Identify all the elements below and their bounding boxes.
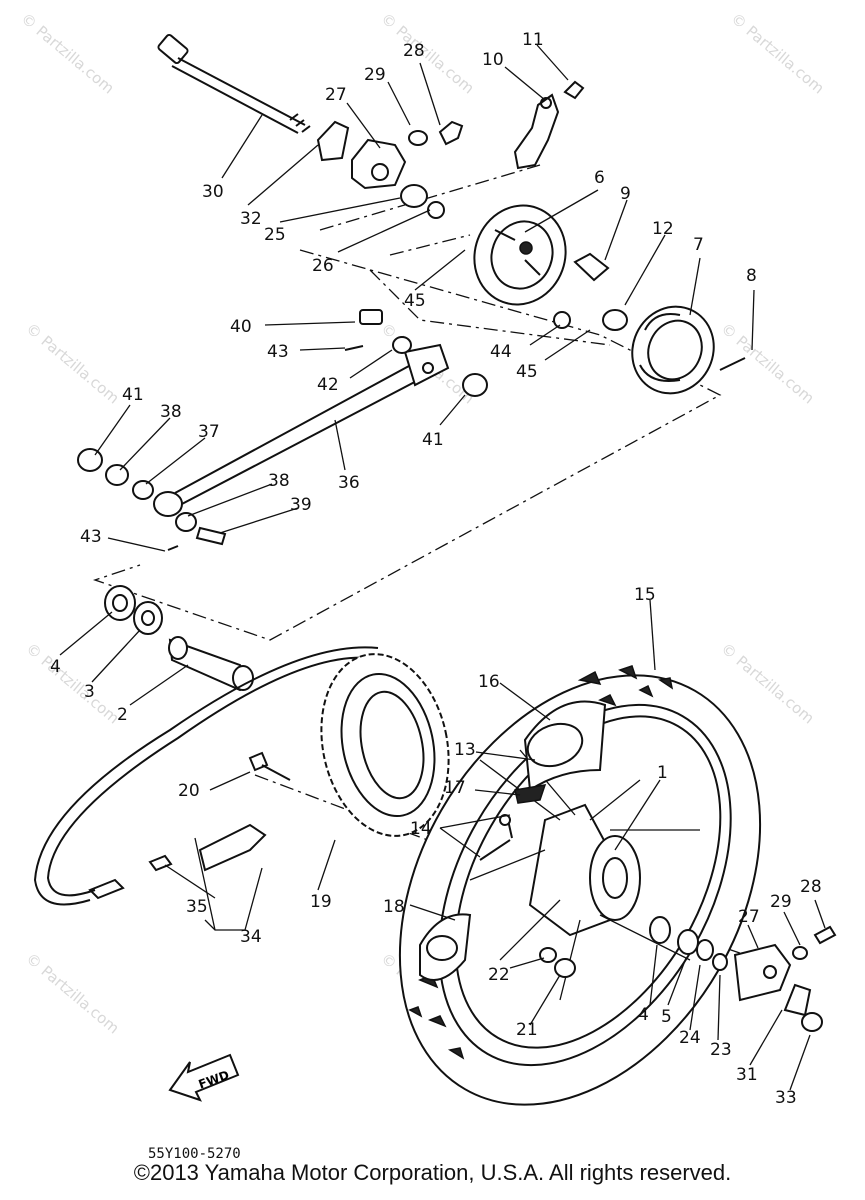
callout-31: 31 — [736, 1065, 758, 1085]
watermark: © Partzilla.com — [22, 319, 122, 407]
watermark: © Partzilla.com — [727, 9, 827, 97]
brake-cam-lever — [513, 80, 585, 170]
part-code: 55Y100-5270 — [148, 1146, 241, 1162]
watermark: © Partzilla.com — [22, 949, 122, 1037]
callout-1: 1 — [657, 763, 668, 783]
callout-26: 26 — [312, 256, 334, 276]
callout-38-lower: 38 — [268, 471, 290, 491]
callout-5: 5 — [661, 1007, 672, 1027]
callout-11: 11 — [522, 30, 544, 50]
callout-13: 13 — [454, 740, 476, 760]
watermark: © Partzilla.com — [377, 9, 477, 97]
callout-21: 21 — [516, 1020, 538, 1040]
adjuster-upper — [316, 120, 464, 219]
callout-29-lower: 29 — [770, 892, 792, 912]
callout-27-lower: 27 — [738, 907, 760, 927]
wheel-hub — [469, 749, 700, 1001]
callout-37: 37 — [198, 422, 220, 442]
callout-40: 40 — [230, 317, 252, 337]
callout-43-lower: 43 — [80, 527, 102, 547]
leader-lines — [59, 44, 826, 1091]
callout-4-lower: 4 — [638, 1005, 649, 1025]
callout-4: 4 — [50, 657, 61, 677]
callout-39: 39 — [290, 495, 312, 515]
callout-41-lower: 41 — [422, 430, 444, 450]
callout-16: 16 — [478, 672, 500, 692]
rear-sprocket — [320, 653, 450, 837]
tube-and-flap — [479, 700, 607, 861]
torque-arm — [153, 343, 450, 517]
callout-35: 35 — [186, 897, 208, 917]
watermark: © Partzilla.com — [17, 9, 117, 97]
callout-29: 29 — [364, 65, 386, 85]
callout-27: 27 — [325, 85, 347, 105]
callout-10: 10 — [482, 50, 504, 70]
axle-bolt — [157, 33, 311, 134]
callout-9: 9 — [620, 184, 631, 204]
watermark: © Partzilla.com — [717, 639, 817, 727]
callout-43: 43 — [267, 342, 289, 362]
callout-6: 6 — [594, 168, 605, 188]
callout-45-lower: 45 — [516, 362, 538, 382]
sprocket-bolt — [248, 751, 291, 781]
hub-collar-bearings — [104, 585, 254, 692]
callout-14: 14 — [410, 819, 432, 839]
callout-42: 42 — [317, 375, 339, 395]
callout-23: 23 — [710, 1040, 732, 1060]
callout-38: 38 — [160, 402, 182, 422]
callout-18: 18 — [383, 897, 405, 917]
callout-25: 25 — [264, 225, 286, 245]
forward-arrow: FWD — [168, 1053, 240, 1102]
callout-15: 15 — [634, 585, 656, 605]
callout-44: 44 — [490, 342, 512, 362]
callout-28-lower: 28 — [800, 877, 822, 897]
callout-33: 33 — [775, 1088, 797, 1108]
callout-36: 36 — [338, 473, 360, 493]
brake-shoes — [602, 305, 746, 395]
callout-45: 45 — [404, 291, 426, 311]
callout-20: 20 — [178, 781, 200, 801]
callout-8: 8 — [746, 266, 757, 286]
callout-12: 12 — [652, 219, 674, 239]
callout-32: 32 — [240, 209, 262, 229]
copyright-footer: ©2013 Yamaha Motor Corporation, U.S.A. A… — [133, 1160, 732, 1185]
callout-3: 3 — [84, 682, 95, 702]
callout-24: 24 — [679, 1028, 701, 1048]
axle-hardware-lower — [539, 916, 837, 1032]
rim-band — [419, 913, 472, 981]
callout-7: 7 — [693, 235, 704, 255]
brake-panel — [473, 204, 610, 329]
watermark: © Partzilla.com — [22, 639, 122, 727]
callout-19: 19 — [310, 892, 332, 912]
callout-17: 17 — [444, 778, 466, 798]
callout-41: 41 — [122, 385, 144, 405]
callout-22: 22 — [488, 965, 510, 985]
callout-2: 2 — [117, 705, 128, 725]
callout-34: 34 — [240, 927, 262, 947]
callout-30: 30 — [202, 182, 224, 202]
drive-chain — [33, 646, 379, 906]
callouts: 1 2 3 4 4 5 6 7 8 9 10 11 12 13 14 15 16… — [50, 30, 822, 1108]
callout-28: 28 — [403, 41, 425, 61]
